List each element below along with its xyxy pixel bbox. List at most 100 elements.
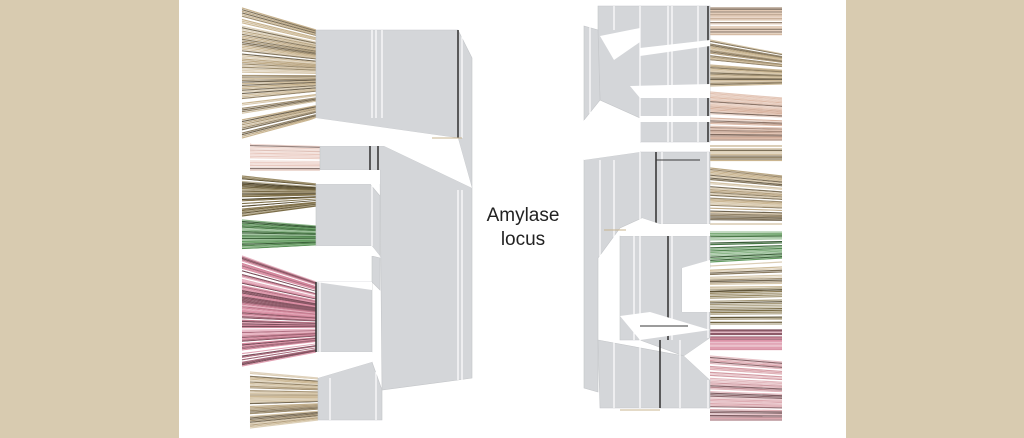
haplotype-line [249, 417, 319, 426]
haplotype-line [241, 46, 317, 58]
haplotype-line [241, 182, 317, 189]
haplotype-line [249, 416, 319, 425]
haplotype-line [241, 339, 317, 349]
haplotype-line [709, 282, 783, 285]
haplotype-line [709, 74, 783, 78]
haplotype-line [709, 48, 783, 61]
haplotype-line [249, 408, 319, 415]
haplotype-line [709, 57, 783, 67]
haplotype-line [241, 344, 317, 356]
haplotype-line [241, 85, 317, 91]
haplotype-line [709, 70, 783, 76]
haplotype-line [709, 263, 783, 269]
haplotype-line [241, 190, 317, 193]
haplotype-line [241, 313, 317, 320]
haplotype-line [709, 362, 783, 370]
haplotype-line [709, 209, 783, 213]
haplotype-line [241, 41, 317, 54]
haplotype-line [709, 81, 783, 84]
haplotype-line [249, 398, 319, 402]
haplotype-line [249, 388, 319, 392]
haplotype-line [241, 89, 317, 98]
haplotype-line [709, 401, 783, 405]
haplotype-line [709, 65, 783, 72]
haplotype-line [241, 346, 317, 360]
haplotype-line [709, 284, 783, 287]
haplotype-line [241, 109, 317, 128]
haplotype-line [241, 82, 317, 88]
haplotype-line [249, 144, 321, 149]
haplotype-line [709, 374, 783, 381]
notch-1 [250, 118, 472, 188]
haplotype-line [709, 383, 783, 389]
haplotype-line [241, 63, 317, 69]
haplotype-line [709, 95, 783, 103]
haplotype-line [709, 371, 783, 378]
haplotype-line [249, 151, 321, 154]
haplotype-line [709, 411, 783, 414]
haplotype-line [241, 196, 317, 201]
haplotype-line [241, 43, 317, 56]
right-bundle-1 [710, 7, 782, 37]
haplotype-line [241, 10, 317, 33]
haplotype-line [249, 146, 321, 150]
haplotype-line [241, 245, 317, 251]
haplotype-line [709, 311, 783, 314]
haplotype-line [709, 302, 783, 306]
amylase-locus-label: Amylase locus [468, 204, 578, 252]
haplotype-line [709, 94, 783, 101]
haplotype-line [709, 217, 783, 220]
haplotype-line [241, 226, 317, 232]
haplotype-line [249, 377, 319, 383]
haplotype-line [241, 77, 317, 80]
haplotype-line [709, 251, 783, 257]
haplotype-line [709, 168, 783, 178]
haplotype-line [709, 309, 783, 312]
haplotype-line [709, 261, 783, 267]
haplotype-line [709, 407, 783, 410]
haplotype-line [241, 292, 317, 307]
haplotype-line [241, 341, 317, 351]
haplotype-line [241, 61, 317, 68]
haplotype-line [241, 96, 317, 108]
haplotype-line [241, 334, 317, 340]
haplotype-line [709, 45, 783, 59]
haplotype-line [709, 42, 783, 57]
haplotype-line [709, 289, 783, 293]
haplotype-line [709, 281, 783, 284]
haplotype-line [249, 382, 319, 388]
left-bundle-2 [249, 143, 321, 171]
right-bundle-8 [709, 287, 783, 325]
right-bundle-6 [709, 231, 783, 263]
haplotype-line [241, 86, 317, 93]
haplotype-line [709, 373, 783, 379]
haplotype-line [241, 50, 317, 60]
haplotype-line [241, 281, 317, 300]
haplotype-line [709, 370, 783, 377]
haplotype-line [709, 271, 783, 276]
haplotype-line [249, 378, 319, 384]
haplotype-line [709, 269, 783, 274]
haplotype-line [241, 320, 317, 325]
haplotype-line [241, 175, 317, 185]
haplotype-line [241, 12, 317, 34]
right-bundle-5 [709, 167, 783, 225]
haplotype-line [709, 133, 783, 136]
haplotype-line [241, 98, 317, 111]
haplotype-line [241, 25, 317, 43]
haplotype-line [241, 262, 317, 288]
haplotype-line [249, 402, 319, 406]
haplotype-line [241, 275, 317, 296]
haplotype-line [241, 14, 317, 36]
haplotype-line [709, 304, 783, 307]
haplotype-line [241, 94, 317, 105]
haplotype-line [241, 338, 317, 347]
haplotype-line [241, 203, 317, 214]
haplotype-line [241, 87, 317, 95]
haplotype-line [241, 60, 317, 67]
haplotype-line [241, 350, 317, 366]
notch-5 [316, 352, 372, 378]
haplotype-line [709, 55, 783, 65]
haplotype-line [241, 27, 317, 44]
haplotype-line [241, 269, 317, 292]
